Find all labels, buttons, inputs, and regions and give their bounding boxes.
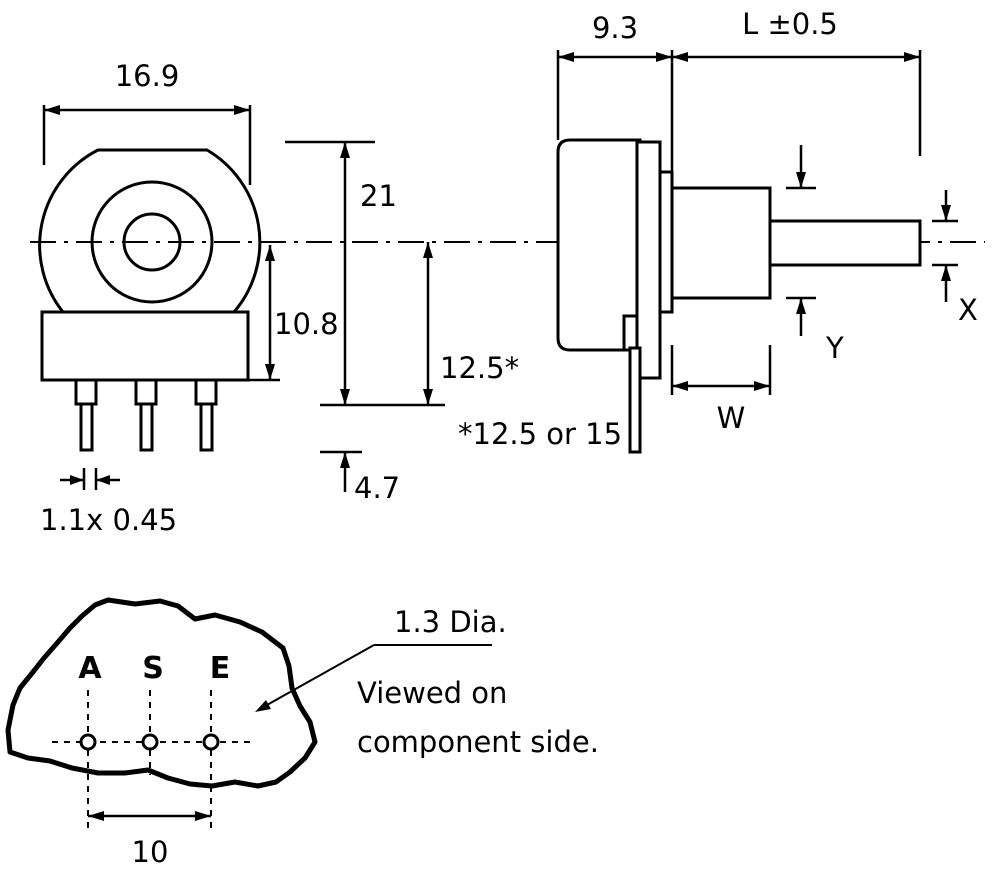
front-view: 16.9 10.8 1.1x 0.45 [38, 59, 339, 537]
hole-diameter-label: 1.3 Dia. [394, 605, 507, 639]
bushing [670, 186, 772, 300]
solder-tab [628, 346, 642, 454]
bushing-length-label: W [717, 401, 746, 435]
pcb-layout: A S E 10 1.3 Dia. Viewed on component si… [5, 597, 599, 869]
washer [658, 170, 674, 314]
center-height-label: 12.5* [440, 351, 519, 385]
terminal-size-label: 1.1x 0.45 [40, 503, 177, 537]
bushing-diameter-label: Y [825, 331, 844, 365]
height-dimensions: 21 12.5* 4.7 *12.5 or 15 [285, 140, 622, 505]
terminal-pin [134, 378, 158, 406]
pcb-hole [79, 733, 97, 751]
terminal-length-label: 4.7 [354, 471, 400, 505]
terminal-pin [199, 402, 214, 452]
terminal-pin [194, 378, 218, 406]
center-to-base-label: 10.8 [274, 307, 339, 341]
bracket-tab [622, 314, 639, 352]
body-depth-label: 9.3 [592, 11, 638, 45]
front-base-block [40, 310, 250, 382]
pcb-hole [202, 733, 220, 751]
shaft-length-label: L ±0.5 [742, 7, 838, 41]
view-note-line2: component side. [357, 725, 599, 759]
total-height-label: 21 [360, 179, 397, 213]
pcb-outline [5, 597, 318, 789]
pcb-hole [141, 733, 159, 751]
side-housing [556, 138, 642, 352]
terminal-pin [79, 402, 94, 452]
pin-label-s: S [142, 651, 164, 686]
shaft [768, 219, 922, 267]
shaft-diameter-label: X [958, 293, 978, 327]
mounting-plate [635, 140, 662, 380]
width-dimension-label: 16.9 [115, 59, 180, 93]
pin-label-e: E [210, 651, 231, 686]
view-note-line1: Viewed on [357, 676, 507, 710]
height-footnote: *12.5 or 15 [458, 417, 622, 451]
terminal-pin [74, 378, 98, 406]
hole-spacing-label: 10 [132, 835, 169, 869]
pin-label-a: A [78, 651, 102, 686]
side-view: 9.3 L ±0.5 W Y X [556, 7, 978, 454]
terminal-pin [139, 402, 154, 452]
